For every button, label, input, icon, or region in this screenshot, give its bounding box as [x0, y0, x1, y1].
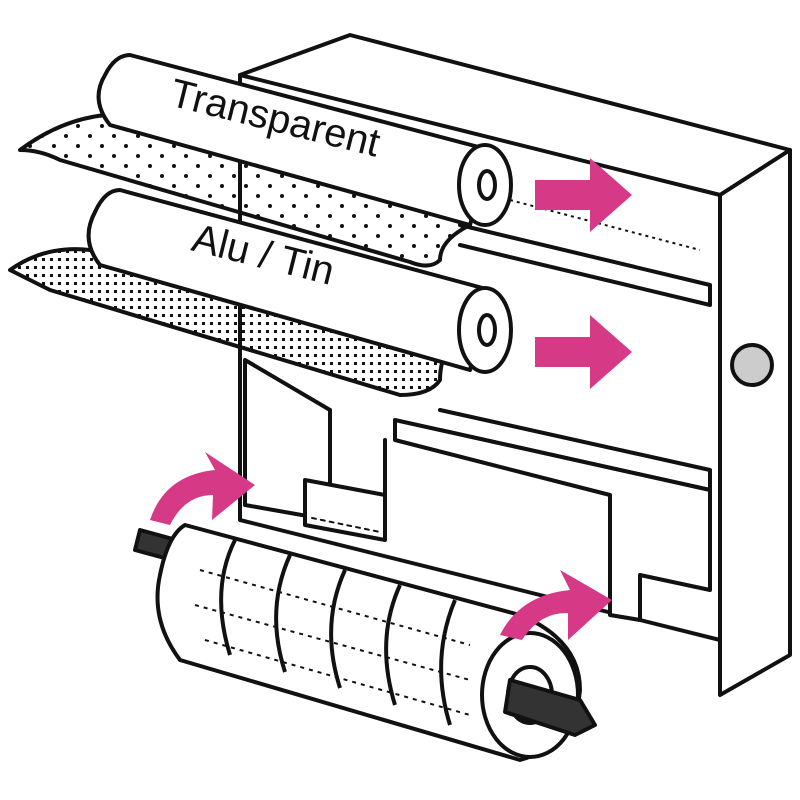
towel-perforation-1	[199, 569, 471, 646]
transparent-roll-body	[96, 53, 492, 227]
alu-roll-body	[86, 188, 492, 372]
towel-rod-right	[503, 678, 597, 737]
lower-cutout	[393, 418, 712, 622]
cutter-stem	[328, 408, 387, 497]
pull-arrow-bottom-icon	[535, 315, 632, 389]
alu-roll-core	[477, 313, 497, 347]
transparent-film-sheet	[18, 113, 472, 268]
towel-roll-seg-3	[329, 569, 347, 689]
cutter-dash	[311, 517, 381, 533]
rotate-arrow-left-icon	[150, 452, 255, 525]
alu-foil-sheet	[8, 247, 452, 397]
rotate-arrow-right-icon	[500, 570, 612, 640]
towel-roll-seg-2	[274, 554, 292, 673]
towel-roll-seg-4	[384, 584, 402, 706]
towel-roll-seg-5	[439, 599, 457, 726]
towel-roll-seg-1	[219, 539, 237, 656]
cutter-block	[303, 478, 387, 542]
knob-icon[interactable]	[730, 343, 774, 387]
transparent-roll-core	[477, 169, 497, 201]
side-panel	[718, 148, 792, 697]
towel-perforation-2	[194, 604, 471, 681]
guide-line-top	[509, 199, 701, 251]
rail-upper	[458, 223, 712, 307]
pull-arrow-top-icon	[535, 158, 632, 232]
towel-perforation-3	[204, 639, 471, 716]
